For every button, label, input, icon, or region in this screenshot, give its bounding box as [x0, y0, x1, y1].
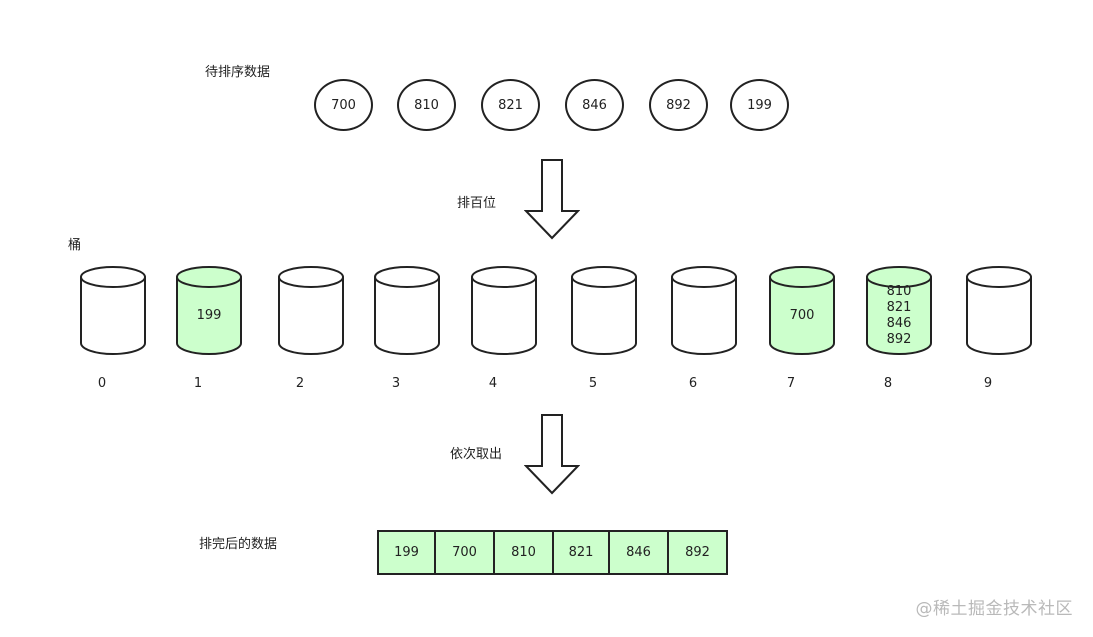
bucket-content: 700: [768, 283, 836, 349]
bucket-content: [965, 283, 1033, 349]
bucket-shape: [471, 266, 537, 355]
sorted-cell-value: 700: [452, 545, 477, 560]
bucket-value: 821: [886, 300, 912, 315]
sorted-cell-value: 199: [394, 545, 419, 560]
sorted-cell-value: 846: [626, 545, 651, 560]
bucket-index-label: 3: [391, 376, 401, 391]
bucket-content: [570, 283, 638, 349]
down-arrow-icon: [524, 159, 580, 240]
bucket-4: [470, 265, 538, 357]
unsorted-item-value: 846: [582, 97, 607, 113]
unsorted-label: 待排序数据: [205, 65, 271, 80]
bucket-value: 892: [886, 332, 912, 347]
sorted-cell: 892: [669, 532, 726, 573]
bucket-value: 846: [886, 316, 912, 331]
bucket-shape: [571, 266, 637, 355]
bucket-index-label: 9: [983, 376, 993, 391]
sorted-label: 排完后的数据: [199, 537, 278, 552]
bucket-3: [373, 265, 441, 357]
bucket-1: 199: [175, 265, 243, 357]
bucket-index-label: 6: [688, 376, 698, 391]
bucket-content: [373, 283, 441, 349]
unsorted-item-value: 821: [498, 97, 523, 113]
bucket-value: 199: [196, 308, 222, 323]
take-out-label: 依次取出: [450, 447, 503, 462]
bucket-shape: [80, 266, 146, 355]
bucket-shape: [671, 266, 737, 355]
bucket-0: [79, 265, 147, 357]
unsorted-item-value: 700: [331, 97, 356, 113]
down-arrow-icon: [524, 414, 580, 495]
sort-hundreds-label: 排百位: [457, 196, 497, 211]
unsorted-item-value: 810: [414, 97, 439, 113]
bucket-index-label: 1: [193, 376, 203, 391]
bucket-shape: [176, 266, 242, 355]
sorted-cell-value: 821: [568, 545, 594, 560]
bucket-shape: [966, 266, 1032, 355]
bucket-content: [277, 283, 345, 349]
unsorted-item: 892: [649, 79, 708, 131]
bucket-index-label: 7: [786, 376, 796, 391]
bucket-value: 810: [886, 284, 912, 299]
unsorted-item: 700: [314, 79, 373, 131]
sorted-cell: 700: [436, 532, 495, 573]
sorted-cell: 199: [379, 532, 436, 573]
bucket-index-label: 2: [295, 376, 305, 391]
unsorted-item: 846: [565, 79, 624, 131]
unsorted-item: 199: [730, 79, 789, 131]
bucket-index-label: 0: [97, 376, 107, 391]
unsorted-item: 810: [397, 79, 456, 131]
bucket-value: 700: [789, 308, 815, 323]
sorted-cell: 810: [495, 532, 554, 573]
bucket-content: 199: [175, 283, 243, 349]
bucket-shape: [769, 266, 835, 355]
bucket-9: [965, 265, 1033, 357]
sorted-cell: 846: [610, 532, 669, 573]
bucket-7: 700: [768, 265, 836, 357]
bucket-shape: [278, 266, 344, 355]
bucket-index-label: 4: [488, 376, 498, 391]
bucket-shape: [374, 266, 440, 355]
unsorted-item-value: 892: [666, 97, 691, 113]
bucket-6: [670, 265, 738, 357]
unsorted-item-value: 199: [747, 97, 772, 113]
bucket-label: 桶: [68, 238, 82, 253]
unsorted-item: 821: [481, 79, 540, 131]
bucket-content: [470, 283, 538, 349]
bucket-content: [79, 283, 147, 349]
bucket-5: [570, 265, 638, 357]
watermark: @稀土掘金技术社区: [915, 599, 1073, 619]
bucket-shape: [866, 266, 932, 355]
bucket-content: [670, 283, 738, 349]
sorted-cell-value: 810: [511, 545, 536, 560]
sorted-array: 199 700 810 821 846 892: [377, 530, 728, 575]
bucket-2: [277, 265, 345, 357]
sorted-cell: 821: [554, 532, 610, 573]
sorted-cell-value: 892: [685, 545, 710, 560]
bucket-index-label: 8: [883, 376, 893, 391]
bucket-index-label: 5: [588, 376, 598, 391]
